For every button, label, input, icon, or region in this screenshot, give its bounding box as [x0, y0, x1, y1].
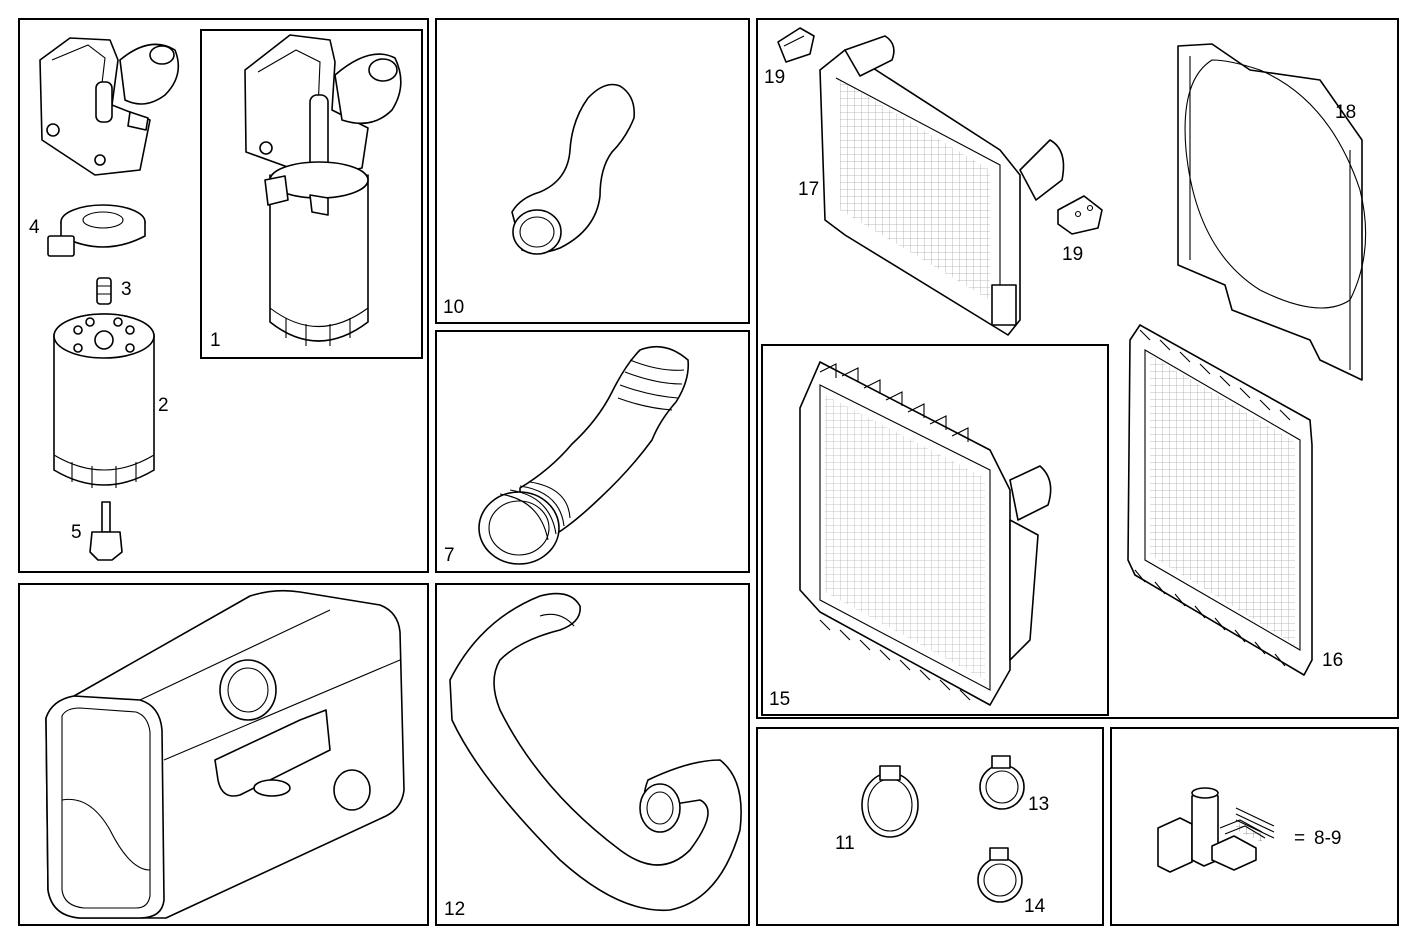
callout-19-top: 19 [764, 67, 785, 88]
hose-10-part[interactable] [511, 83, 636, 255]
clamp-14-part[interactable] [977, 847, 1023, 903]
radiator-assembly-15-part[interactable] [761, 344, 1109, 716]
callout-16: 16 [1322, 650, 1343, 671]
callout-1: 1 [210, 330, 221, 351]
panel-hose-7: 7 [435, 330, 750, 573]
legend-equals: = [1294, 828, 1305, 849]
callout-5: 5 [71, 522, 82, 543]
panel-hose-12: 12 [435, 583, 750, 926]
spin-on-filter-part[interactable] [53, 313, 155, 488]
clamp-13-part[interactable] [979, 755, 1025, 810]
callout-19-right: 19 [1062, 244, 1083, 265]
complete-filter-assembly-part[interactable] [200, 29, 423, 359]
hose-12-part[interactable] [449, 592, 742, 912]
bracket-19-right-part[interactable] [1057, 195, 1103, 235]
callout-10: 10 [443, 297, 464, 318]
filter-cap-part[interactable] [47, 204, 146, 257]
callout-13: 13 [1028, 794, 1049, 815]
info-books-icon [1157, 787, 1275, 873]
panel-legend: = 8-9 [1110, 727, 1399, 926]
callout-15: 15 [769, 689, 790, 710]
callout-7: 7 [444, 545, 455, 566]
callout-11: 11 [835, 833, 855, 854]
panel-hose-10: 10 [435, 18, 750, 324]
panel-muffler [18, 583, 429, 926]
callout-12: 12 [444, 899, 465, 920]
callout-17: 17 [798, 179, 819, 200]
fitting-nipple-part[interactable] [96, 277, 112, 305]
fan-shroud-18-part[interactable] [1177, 43, 1367, 381]
corrugated-hose-7-part[interactable] [478, 345, 690, 565]
panel-fuel-filter: 1 2 3 4 5 [18, 18, 429, 573]
sensor-part[interactable] [89, 501, 123, 561]
callout-2: 2 [158, 395, 169, 416]
intercooler-17-part[interactable] [819, 35, 1065, 336]
bracket-19-top-part[interactable] [777, 27, 815, 63]
callout-3: 3 [121, 279, 132, 300]
panel-cooling: 19 19 17 18 15 16 [756, 18, 1399, 719]
callout-14: 14 [1024, 896, 1046, 917]
callout-4: 4 [29, 217, 40, 238]
radiator-16-part[interactable] [1127, 324, 1313, 676]
callout-18: 18 [1335, 102, 1356, 123]
panel-clamps: 11 13 14 [756, 727, 1104, 926]
legend-pages: 8-9 [1314, 828, 1341, 849]
clamp-11-part[interactable] [861, 765, 919, 838]
muffler-part[interactable] [45, 589, 405, 919]
filter-head-part[interactable] [39, 37, 180, 176]
